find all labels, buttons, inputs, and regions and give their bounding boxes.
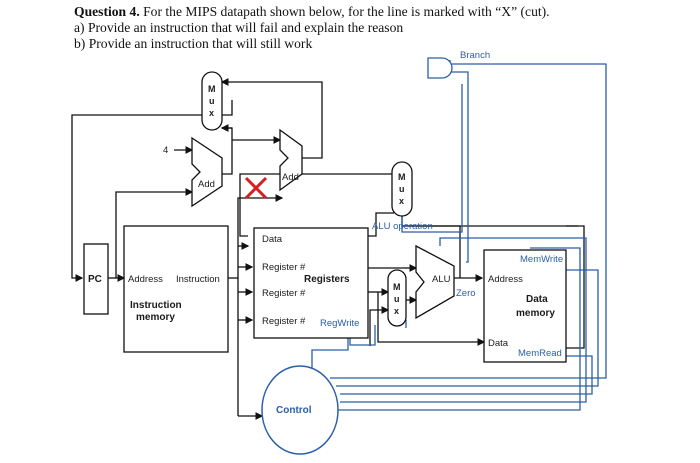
reg-data-label: Data (262, 234, 283, 245)
svg-text:u: u (394, 294, 400, 304)
alu-operation-label: ALU operation (372, 221, 433, 232)
pc-increment-adder: Add (191, 136, 223, 208)
pc-label: PC (88, 274, 102, 285)
register-file: Data Register # Registers Register # Reg… (253, 227, 369, 339)
reg-write-label: Register # (262, 316, 306, 327)
question-part-b: b) Provide an instruction that will stil… (74, 36, 313, 51)
svg-text:M: M (208, 84, 216, 94)
control-label: Control (276, 405, 312, 416)
dmem-title-2: memory (516, 308, 555, 319)
branch-target-adder: Add (279, 128, 303, 192)
registers-title: Registers (304, 274, 350, 285)
svg-text:M: M (398, 172, 406, 182)
data-memory: MemWrite Address Data memory Data MemRea… (483, 249, 567, 363)
question-text: Question 4. For the MIPS datapath shown … (74, 4, 674, 52)
writeback-mux: M u x (391, 161, 413, 217)
svg-text:M: M (393, 282, 401, 292)
svg-text:x: x (394, 306, 399, 316)
reg-read1-label: Register # (262, 262, 306, 273)
imem-title-2: memory (136, 312, 175, 323)
memread-label: MemRead (518, 348, 562, 359)
alu-label: ALU (432, 274, 451, 285)
dmem-title-1: Data (526, 294, 548, 305)
control-unit: Control (261, 365, 339, 455)
question-part-a: a) Provide an instruction that will fail… (74, 20, 404, 35)
svg-text:x: x (209, 108, 214, 118)
question-title: Question 4. For the MIPS datapath shown … (74, 4, 550, 19)
branch-label: Branch (460, 50, 490, 61)
regwrite-label: RegWrite (320, 318, 359, 329)
cut-mark (244, 176, 268, 200)
svg-text:u: u (209, 96, 215, 106)
svg-text:u: u (399, 184, 405, 194)
zero-label: Zero (456, 288, 476, 299)
add1-label: Add (198, 179, 215, 190)
constant-four: 4 (163, 145, 168, 156)
pc-register: PC (83, 243, 109, 315)
alu-src-mux: M u x (387, 269, 407, 327)
pc-source-mux: M u x (201, 71, 223, 131)
imem-instruction-label: Instruction (176, 274, 220, 285)
svg-text:x: x (399, 196, 404, 206)
instruction-memory: Address Instruction Instruction memory (123, 225, 229, 353)
dmem-data-label: Data (488, 338, 509, 349)
dmem-address-label: Address (488, 274, 523, 285)
reg-read2-label: Register # (262, 288, 306, 299)
imem-title-1: Instruction (130, 300, 182, 311)
imem-address-label: Address (128, 274, 163, 285)
alu: ALU Zero (415, 244, 476, 320)
add2-label: Add (282, 172, 299, 183)
branch-and-gate: Branch (427, 50, 490, 79)
memwrite-label: MemWrite (520, 254, 563, 265)
